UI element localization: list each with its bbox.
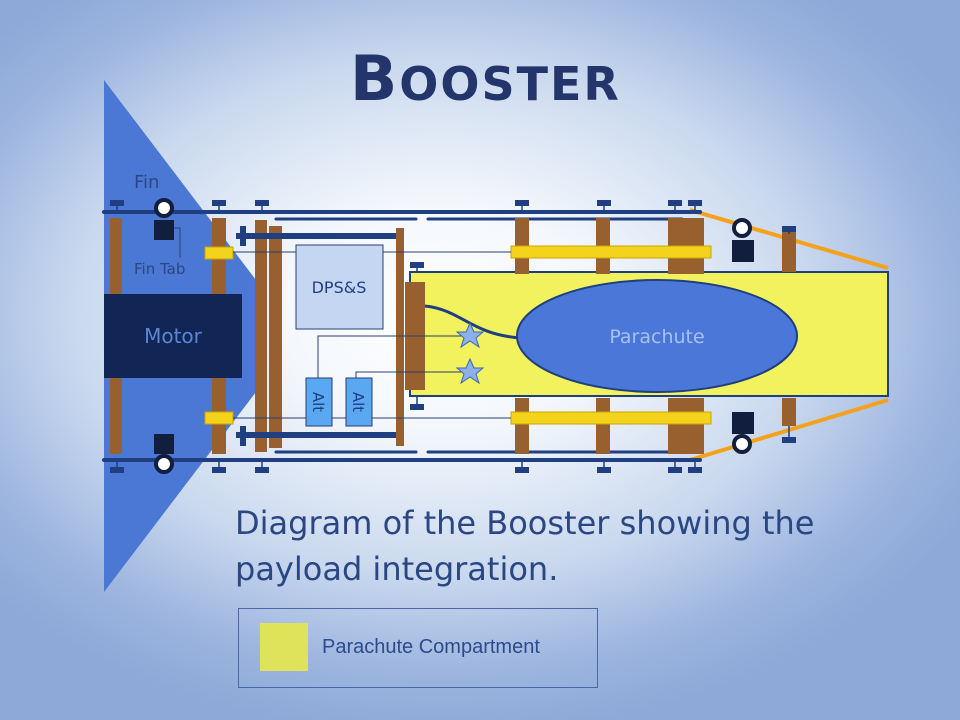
legend: Parachute Compartment xyxy=(238,608,598,688)
legend-label: Parachute Compartment xyxy=(322,636,540,658)
rod-end-caps xyxy=(110,200,796,473)
mount-brackets xyxy=(236,226,396,446)
diagram-caption: Diagram of the Booster showing the paylo… xyxy=(235,504,815,588)
title-initial: B xyxy=(350,42,400,115)
rod-end-stems xyxy=(116,206,790,467)
ejection-charge-2 xyxy=(455,357,485,385)
fin-tab-label: Fin Tab xyxy=(134,260,185,278)
dps-box xyxy=(295,244,384,330)
parachute-line xyxy=(424,304,521,340)
page-title: BOOSTER xyxy=(350,48,621,110)
ejection-charge-1 xyxy=(455,321,485,349)
altimeter-2-label: Alt xyxy=(349,392,367,412)
parachute xyxy=(516,279,798,393)
altimeter-2 xyxy=(345,377,373,427)
fin-label: Fin xyxy=(134,172,159,193)
fin-tab-line xyxy=(174,227,181,258)
parachute-label: Parachute xyxy=(609,326,704,348)
motor-label: Motor xyxy=(144,324,203,348)
eye-bolts xyxy=(154,198,754,474)
coupler-bars xyxy=(204,245,712,425)
altimeter-1 xyxy=(305,377,333,427)
altimeter-1-label: Alt xyxy=(309,392,327,412)
motor xyxy=(104,294,242,378)
title-rest: OOSTER xyxy=(399,57,621,111)
legend-swatch xyxy=(260,623,308,671)
body-rails xyxy=(102,210,702,462)
dps-label: DPS&S xyxy=(312,278,367,297)
